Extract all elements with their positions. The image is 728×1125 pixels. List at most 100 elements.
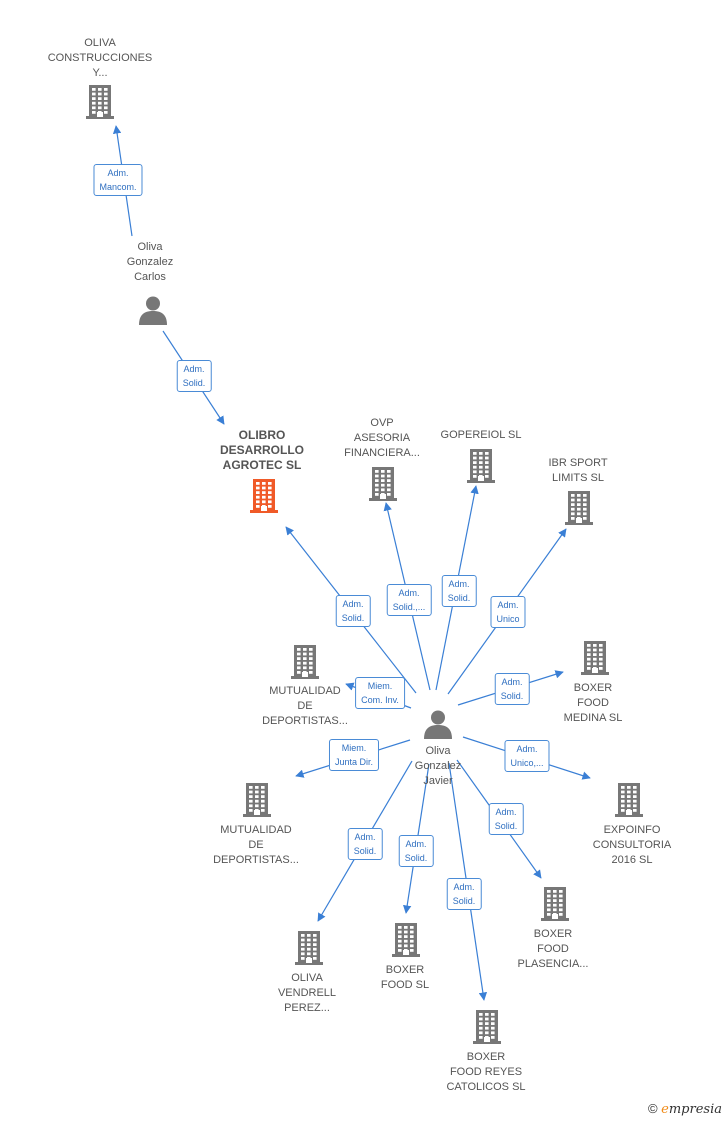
label-line: OLIVA — [291, 972, 323, 984]
label-line: MUTUALIDAD — [269, 685, 341, 697]
building-icon[interactable] — [581, 641, 609, 680]
label-line: Oliva — [425, 745, 451, 757]
role-tag-line: Solid. — [452, 896, 476, 906]
label-line: LIMITS SL — [552, 472, 604, 484]
label-line: BOXER — [466, 1051, 506, 1063]
label-line: VENDRELL — [277, 987, 337, 999]
role-tag[interactable]: Adm. Solid.,... — [386, 584, 432, 616]
label-line: PEREZ... — [284, 1002, 330, 1014]
role-tag[interactable]: Adm. Solid. — [488, 803, 524, 835]
role-tag-line: Solid. — [447, 593, 471, 603]
role-tag-line: Unico — [496, 614, 520, 624]
role-tag-line: Adm. — [516, 744, 538, 754]
building-icon[interactable] — [392, 923, 420, 962]
label-line: ASESORIA — [353, 432, 411, 444]
role-tag[interactable]: Adm.Solid. — [335, 595, 371, 627]
role-tag[interactable]: Adm.Solid. — [441, 575, 477, 607]
role-tag-line: Solid. — [341, 613, 365, 623]
role-tag[interactable]: Adm.Solid. — [494, 673, 530, 705]
company-name-oliva-construcciones[interactable]: OLIVA CONSTRUCCIONES Y... — [48, 36, 153, 81]
brand-initial: e — [661, 1102, 669, 1117]
label-line: 2016 SL — [611, 854, 653, 866]
label-line: FOOD REYES — [449, 1066, 523, 1078]
company-name-boxer-food[interactable]: BOXER FOOD SL — [381, 963, 429, 993]
building-icon[interactable] — [473, 1010, 501, 1049]
role-tag-line: Miem. — [341, 743, 367, 753]
label-line: Gonzalez — [126, 256, 174, 268]
label-line: Oliva — [137, 241, 163, 253]
building-icon[interactable] — [86, 85, 114, 124]
label-line: FOOD — [577, 697, 609, 709]
company-name-boxer-medina[interactable]: BOXER FOOD MEDINA SL — [564, 681, 623, 726]
role-tag[interactable]: Adm. Mancom. — [93, 164, 143, 196]
role-tag-line: Solid. — [182, 378, 206, 388]
label-line: CONSTRUCCIONES — [47, 52, 153, 64]
label-line: Javier — [423, 775, 453, 787]
role-tag-line: Solid. — [494, 821, 518, 831]
role-tag-line: Solid. — [404, 853, 428, 863]
role-tag-line: Mancom. — [99, 182, 137, 192]
label-line: BOXER — [573, 682, 613, 694]
company-name-boxer-plasencia[interactable]: BOXER FOOD PLASENCIA... — [518, 927, 589, 972]
label-line: Gonzalez — [414, 760, 462, 772]
role-tag[interactable]: Adm. Solid. — [446, 878, 482, 910]
label-line: OLIVA — [84, 37, 116, 49]
role-tag[interactable]: Adm.Solid. — [347, 828, 383, 860]
role-tag-line: Com. Inv. — [361, 695, 399, 705]
role-tag[interactable]: Adm. Unico,... — [504, 740, 550, 772]
role-tag-line: Junta Dir. — [334, 757, 374, 767]
label-line: Carlos — [134, 271, 166, 283]
building-icon[interactable] — [565, 491, 593, 530]
building-icon[interactable] — [467, 449, 495, 488]
person-icon[interactable] — [138, 295, 168, 330]
role-tag[interactable]: Adm. Solid. — [398, 835, 434, 867]
role-tag-line: Adm. — [495, 807, 517, 817]
company-name-oliva-vendrell[interactable]: OLIVA VENDRELL PEREZ... — [278, 971, 336, 1016]
label-line: MEDINA SL — [563, 712, 623, 724]
building-icon[interactable] — [541, 887, 569, 926]
label-line: FOOD SL — [380, 979, 430, 991]
label-line: OVP — [370, 417, 394, 429]
role-tag-line: Adm. — [183, 364, 205, 374]
role-tag[interactable]: Adm.Unico — [490, 596, 526, 628]
company-name-ibr-sport[interactable]: IBR SPORT LIMITS SL — [548, 456, 607, 486]
label-line: BOXER — [533, 928, 573, 940]
label-line: AGROTEC SL — [222, 458, 302, 472]
building-icon[interactable] — [250, 479, 278, 518]
role-tag-line: Adm. — [405, 839, 427, 849]
building-icon[interactable] — [369, 467, 397, 506]
company-name-ovp[interactable]: OVP ASESORIA FINANCIERA... — [344, 416, 420, 461]
role-tag[interactable]: Miem.Com. Inv. — [355, 677, 405, 709]
label-line: BOXER — [385, 964, 425, 976]
label-line: FINANCIERA... — [344, 447, 420, 459]
label-line: DE — [248, 839, 264, 851]
person-icon[interactable] — [423, 709, 453, 744]
building-icon[interactable] — [615, 783, 643, 822]
role-tag-line: Solid. — [353, 846, 377, 856]
role-tag-line: Solid.,... — [392, 602, 426, 612]
label-line: PLASENCIA... — [517, 958, 589, 970]
role-tag-line: Adm. — [453, 882, 475, 892]
label-line: IBR SPORT — [548, 457, 608, 469]
role-tag-line: Adm. — [107, 168, 129, 178]
label-line: FOOD — [537, 943, 569, 955]
label-line: Y... — [92, 67, 108, 79]
role-tag-line: Adm. — [398, 588, 420, 598]
building-icon[interactable] — [243, 783, 271, 822]
label-line: MUTUALIDAD — [220, 824, 292, 836]
company-name-gopereiol[interactable]: GOPEREIOL SL — [441, 428, 522, 443]
role-tag[interactable]: Adm. Solid. — [176, 360, 212, 392]
building-icon[interactable] — [295, 931, 323, 970]
role-tag-line: Unico,... — [510, 758, 544, 768]
building-icon[interactable] — [291, 645, 319, 684]
brand-name: mpresia — [668, 1102, 722, 1117]
label-line: GOPEREIOL SL — [440, 429, 522, 441]
role-tag[interactable]: Miem. Junta Dir. — [328, 739, 380, 771]
